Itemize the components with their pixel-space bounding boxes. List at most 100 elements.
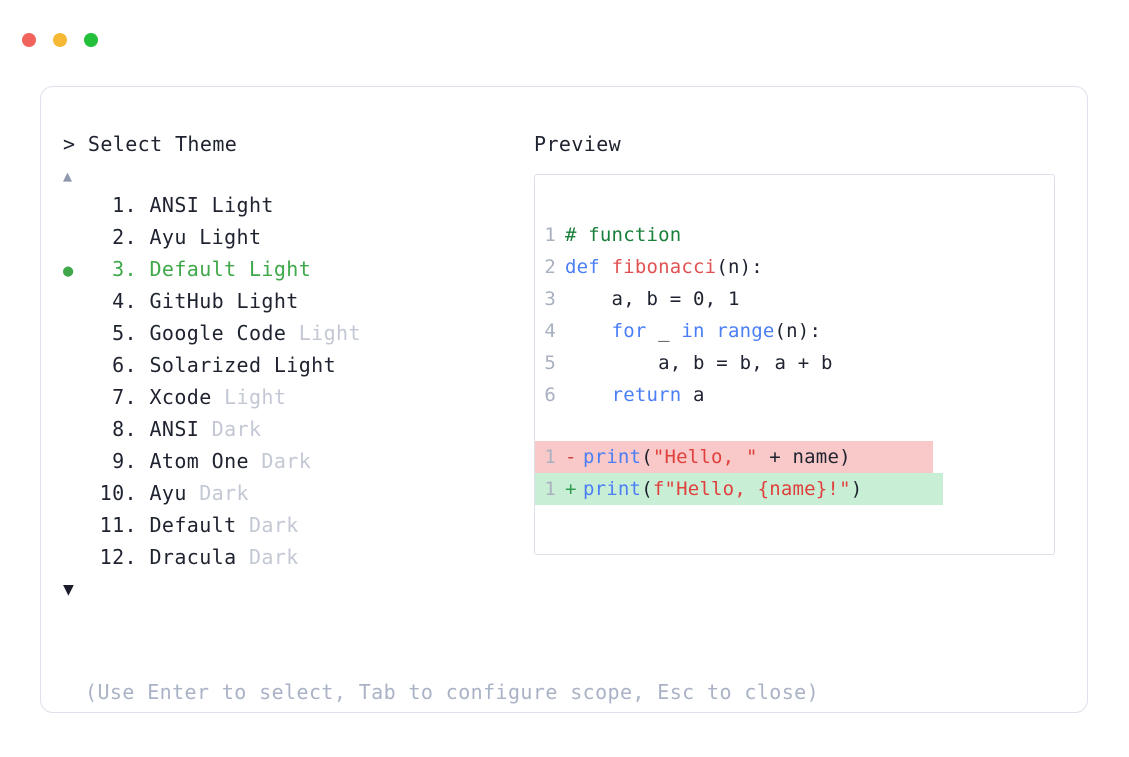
code-line: 1 # function xyxy=(535,219,1054,251)
theme-list-item[interactable]: 8. ANSI Dark xyxy=(63,413,533,445)
code-line-text: def fibonacci(n): xyxy=(565,251,763,283)
code-line-text: a, b = 0, 1 xyxy=(565,283,740,315)
theme-list-item[interactable]: ●3. Default Light xyxy=(63,253,533,285)
diff-minus-icon: - xyxy=(565,446,577,468)
code-token: print xyxy=(583,446,642,468)
theme-list-item[interactable]: 6. Solarized Light xyxy=(63,349,533,381)
page-title: Select Theme xyxy=(87,132,238,156)
code-token: 1 xyxy=(727,288,740,310)
theme-item-variant: Light xyxy=(298,321,361,345)
theme-item-name: Ayu xyxy=(137,481,200,505)
code-line-text: print(f"Hello, {name}!") xyxy=(583,473,862,505)
theme-item-name: Xcode xyxy=(137,385,225,409)
code-line-text: # function xyxy=(565,219,681,251)
code-token: a xyxy=(681,384,705,406)
theme-list-item[interactable]: 9. Atom One Dark xyxy=(63,445,533,477)
code-token: return xyxy=(611,384,682,406)
diff-removed-line: 1-print("Hello, " + name) xyxy=(535,441,1054,473)
line-number: 1 xyxy=(544,478,556,500)
line-number: 5 xyxy=(544,352,556,374)
code-line-text: a, b = b, a + b xyxy=(565,347,833,379)
code-token: "Hello, " xyxy=(652,446,758,468)
theme-item-name: Atom One xyxy=(137,449,262,473)
theme-item-variant: Dark xyxy=(211,417,262,441)
theme-item-variant: Dark xyxy=(248,513,299,537)
theme-item-variant: Dark xyxy=(248,545,299,569)
code-token xyxy=(705,320,717,342)
code-token: (n): xyxy=(716,256,763,278)
theme-item-number: 6. xyxy=(112,353,137,377)
theme-list-item[interactable]: 2. Ayu Light xyxy=(63,221,533,253)
theme-item-number: 4. xyxy=(112,289,137,313)
theme-list-item[interactable]: 5. Google Code Light xyxy=(63,317,533,349)
theme-item-number: 7. xyxy=(112,385,137,409)
code-token xyxy=(565,384,612,406)
selected-bullet-icon: ● xyxy=(63,261,74,281)
code-token xyxy=(565,320,612,342)
code-line-text: for _ in range(n): xyxy=(565,315,821,347)
line-number: 1 xyxy=(544,224,556,246)
code-token: ) xyxy=(850,478,863,500)
scroll-down-icon[interactable]: ▼ xyxy=(63,579,74,600)
preview-label: Preview xyxy=(534,132,622,156)
close-button[interactable] xyxy=(22,33,36,47)
diff-plus-icon: + xyxy=(565,478,577,500)
theme-item-name: Default xyxy=(137,257,249,281)
code-token: fibonacci xyxy=(611,256,717,278)
code-blank-line xyxy=(535,411,1054,441)
code-token: _ xyxy=(646,320,682,342)
theme-item-variant: Light xyxy=(211,193,274,217)
code-token: 0 xyxy=(693,288,705,310)
code-token: print xyxy=(583,478,642,500)
theme-item-number: 10. xyxy=(99,481,137,505)
code-line: 3 a, b = 0, 1 xyxy=(535,283,1054,315)
code-line: 4 for _ in range(n): xyxy=(535,315,1054,347)
code-token: in xyxy=(681,320,705,342)
prompt-caret-icon: > xyxy=(63,132,76,156)
theme-item-number: 9. xyxy=(112,449,137,473)
theme-item-name: ANSI xyxy=(137,193,212,217)
line-number: 1 xyxy=(544,446,556,468)
line-number: 2 xyxy=(544,256,556,278)
theme-list-item[interactable]: 4. GitHub Light xyxy=(63,285,533,317)
code-token: f"Hello, {name}!" xyxy=(652,478,851,500)
code-token: # function xyxy=(565,224,682,246)
theme-item-name: GitHub xyxy=(137,289,237,313)
code-token: (n): xyxy=(774,320,822,342)
theme-list-item[interactable]: 7. Xcode Light xyxy=(63,381,533,413)
theme-item-name: Default xyxy=(137,513,249,537)
theme-item-number: 8. xyxy=(112,417,137,441)
diff-highlight xyxy=(535,473,943,505)
diff-added-line: 1 + print(f"Hello, {name}!") xyxy=(535,473,1054,505)
code-token: ( xyxy=(641,478,653,500)
theme-item-number: 2. xyxy=(112,225,137,249)
maximize-button[interactable] xyxy=(84,33,98,47)
theme-item-number: 11. xyxy=(99,513,137,537)
code-token: + name) xyxy=(757,446,851,468)
theme-list-item[interactable]: 10. Ayu Dark xyxy=(63,477,533,509)
theme-list-item[interactable]: 11. Default Dark xyxy=(63,509,533,541)
code-token: a, b = xyxy=(565,288,694,310)
theme-item-number: 12. xyxy=(99,545,137,569)
theme-item-name: Solarized xyxy=(137,353,274,377)
code-line: 6 return a xyxy=(535,379,1054,411)
theme-item-name: Ayu xyxy=(137,225,200,249)
prompt-line: > Select Theme xyxy=(63,131,533,157)
code-token: a, b = b, a + b xyxy=(565,352,833,374)
theme-list-item[interactable]: 1. ANSI Light xyxy=(63,189,533,221)
theme-list-item[interactable]: 12. Dracula Dark xyxy=(63,541,533,573)
minimize-button[interactable] xyxy=(53,33,67,47)
theme-item-name: ANSI xyxy=(137,417,212,441)
scroll-up-icon[interactable]: ▲ xyxy=(63,167,73,185)
code-line-text: return a xyxy=(565,379,705,411)
theme-item-variant: Light xyxy=(236,289,299,313)
code-line: 5 a, b = b, a + b xyxy=(535,347,1054,379)
code-token: , xyxy=(704,288,728,310)
theme-item-name: Dracula xyxy=(137,545,249,569)
line-number: 3 xyxy=(544,288,556,310)
